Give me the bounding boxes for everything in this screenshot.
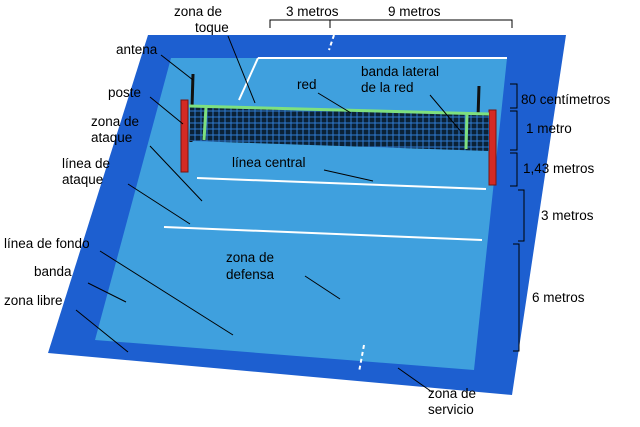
leader-zona-de-defensa [304,275,341,300]
label-banda-lateral-1: banda lateral [361,64,439,79]
label-zona-de-defensa-1: zona de [226,250,274,265]
leader-zona-libre [75,309,129,353]
label-poste: poste [108,85,141,100]
label-red: red [297,77,317,92]
dim-6m-right: 6 metros [532,290,585,305]
label-linea-de-ataque-1: línea de [62,156,110,171]
net-top-band [188,104,490,116]
label-zona-de-ataque-2: ataque [91,130,132,145]
label-zona-libre: zona libre [4,293,63,308]
bracket-6m-right [513,243,520,352]
post-right [488,109,497,186]
label-antena: antena [116,42,158,57]
label-linea-central: línea central [232,155,306,170]
far-left-sideline [238,57,259,101]
label-banda: banda [34,264,72,279]
dim-80cm: 80 centímetros [521,92,611,107]
net-side-band-left [202,106,208,141]
dim-3m-top: 3 metros [286,4,339,19]
net-mesh [190,106,489,151]
leader-zona-de-servicio [397,367,433,393]
leader-linea-central [323,169,374,182]
label-zona-de-servicio-2: servicio [428,402,474,417]
center-line [196,177,487,190]
bracket-80cm [510,83,518,109]
leader-zona-de-ataque [149,145,203,202]
leader-poste [149,96,184,125]
label-zona-de-defensa-2: defensa [226,267,275,282]
net-side-band-right [464,113,469,150]
label-zona-de-toque-2: toque [195,20,229,35]
label-zona-de-servicio-1: zona de [428,386,476,401]
leader-linea-de-fondo [99,250,234,336]
service-zone-mark-bottom [358,344,365,373]
attack-line [163,226,483,241]
label-linea-de-ataque-2: ataque [62,172,103,187]
bracket-3m-right [518,189,525,242]
leader-red [317,92,352,114]
leader-lines [75,35,464,393]
dim-3m-right: 3 metros [541,208,594,223]
label-banda-lateral-2: de la red [361,80,414,95]
bracket-1m [510,110,518,151]
label-zona-de-ataque-1: zona de [91,114,139,129]
service-zone-mark-top [328,34,335,51]
bracket-143m [510,152,518,187]
leader-linea-de-ataque [127,183,191,225]
leader-banda [87,282,127,303]
dim-1m: 1 metro [526,121,572,136]
dim-line-3m-top [269,19,331,28]
post-left [180,99,189,173]
dim-9m-top: 9 metros [388,4,441,19]
dim-143m: 1,43 metros [523,161,595,176]
label-linea-de-fondo: línea de fondo [4,236,90,251]
label-zona-de-toque-1: zona de [174,4,222,19]
dim-line-9m-top [329,19,513,28]
leader-banda-lateral [429,94,464,135]
leader-zona-de-toque [227,35,256,104]
leader-antena [160,54,194,81]
